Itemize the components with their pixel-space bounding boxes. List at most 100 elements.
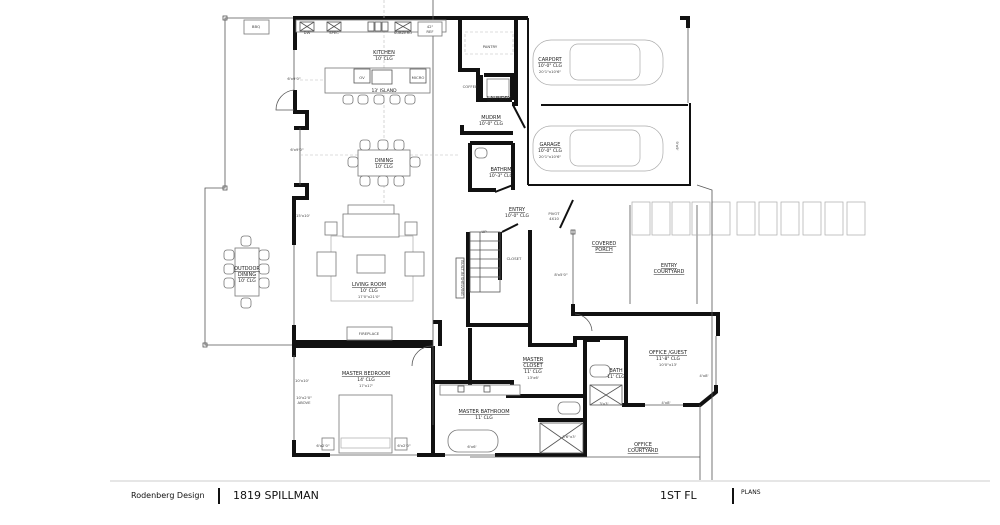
pantry-label: PANTRY [483,44,498,49]
room-labels: KITCHEN 10' CLG 13' ISLAND DINING 10' CL… [234,24,688,454]
dim-label: 6'x9'0" [290,147,304,152]
sink-label: SPEC [329,30,339,35]
living-room-size: 17'0"x21'0" [358,294,381,299]
garage-ceiling: 10'-0" CLG [538,148,563,154]
dim-label: 6'x9'0" [287,76,301,81]
ref-label: 42" [427,24,434,29]
dishwasher-label: DW [304,30,311,35]
dim-label: 10'x2'0" [296,395,312,400]
dim-label: 8'x5'0" [554,272,568,277]
master-bathroom-label: MASTER BATHROOM [458,409,509,415]
coffee-label: COFFEE [463,84,478,89]
bathrm-label: BATHRM [490,167,511,173]
bath-fixtures [439,78,623,454]
pantry-shelving [464,31,514,55]
sheet-label: PLANS [741,489,761,496]
entry-ceiling: 10'-0" CLG [505,213,530,219]
garage-label: GARAGE [540,142,561,148]
toilet [557,401,581,415]
dining-ceiling: 10' CLG [375,164,393,170]
title-block: Rodenberg Design 1819 SPILLMAN 1ST FL PL… [0,486,1000,516]
dim-label: 10'x10' [295,378,309,383]
washer [486,78,510,98]
fireplace-label: FIREPLACE [359,331,380,336]
dim-label: ABOVE [297,400,311,405]
microwave-label: MICRO [412,75,425,80]
walls [292,0,720,457]
living-room-ceiling: 10' CLG [360,288,378,294]
dim-label: 6'x6' [467,444,476,449]
dining-label: DINING [375,158,393,164]
master-closet-size: 13'x6' [527,375,539,380]
outdoor-dining-table [223,235,270,309]
outdoor-dining-ceiling: 10' CLG [238,278,256,284]
stairs-up-label: UP [481,229,487,234]
divider [732,488,734,504]
dim-label: 15'x10' [296,213,310,218]
laundry-label: LAUNDRY [487,96,512,102]
vanity [439,384,521,396]
floor-label: 1ST FL [660,489,697,502]
master-closet-ceiling: 11' CLG [524,369,542,375]
bbq-label: BBQ [252,24,260,29]
garage-size: 20'1"x10'6" [539,154,562,159]
range-label: SUBZERO [394,30,412,35]
outdoor-patio [202,15,294,348]
dim-label: 3'x3' [599,401,608,406]
doors [275,89,593,367]
master-closet-label-2: CLOSET [523,363,543,369]
mudroom-ceiling: 10'-0" CLG [479,121,504,127]
living-furniture [316,204,425,341]
dim-label: 6'x2'0" [397,443,411,448]
oven-label: OV [359,75,365,80]
dimension-labels: 6'x9'0" 6'x9'0" 15'x10' 10'x10' 10'x2'0"… [287,76,708,449]
dim-label: 4'x8' [699,373,708,378]
kitchen-label: KITCHEN [373,50,395,56]
toilet [474,147,488,159]
dim-label: 3'6"x3' [562,434,575,439]
built-in-shelving [455,257,465,299]
dim-label: 9'x9' [675,141,680,150]
covered-porch-label-2: PORCH [595,247,613,253]
kitchen-ceiling: 10' CLG [375,56,393,62]
dim-label: 6'x2'0" [316,443,330,448]
carport-size: 20'1"x10'6" [539,69,562,74]
bathtub [447,429,499,453]
pivot-door-size: 4X10 [549,216,559,221]
master-closet-label: MASTER [523,357,544,363]
stairs [455,231,501,299]
pavers [631,201,866,236]
kitchen-island [324,67,431,105]
office-guest-ceiling: 11'-8" CLG [656,356,681,362]
office-courtyard-label: OFFICE [634,442,652,448]
pivot-door-label: PIVOT [548,211,560,216]
outdoor-dining-label: OUTDOOR [234,266,260,272]
bed [321,394,408,454]
bbq-grill [243,19,270,35]
master-bedroom-size: 17'x17' [359,383,373,388]
covered-porch-label: COVERED [592,241,617,247]
vehicles [532,39,664,172]
outdoor-dining-label-2: DINING [238,272,256,278]
carport-label: CARPORT [538,57,562,63]
bath-label: BATH [609,368,623,374]
office-guest-label: OFFICE /GUEST [649,350,688,356]
kitchen-counter [295,19,514,55]
master-bedroom-label: MASTER BEDROOM [342,371,390,377]
dim-label: 4'x8' [661,400,670,405]
master-bathroom-ceiling: 11' CLG [475,415,493,421]
entry-label: ENTRY [509,207,526,213]
master-bedroom-ceiling: 14' CLG [357,377,375,383]
ref-label-2: REF [426,29,433,34]
island-label: 13' ISLAND [371,88,397,94]
bathrm-ceiling: 10'-3" CLG [489,173,514,179]
office-courtyard-label-2: COURTYARD [628,448,659,454]
entry-courtyard-label: ENTRY [661,263,678,269]
carport-ceiling: 10'-0" CLG [538,63,563,69]
entry-courtyard-label-2: COURTYARD [654,269,685,275]
office-guest-size: 10'0"x13' [659,362,677,367]
refrigerator [417,21,443,37]
divider [218,488,220,504]
toilet [589,364,611,378]
